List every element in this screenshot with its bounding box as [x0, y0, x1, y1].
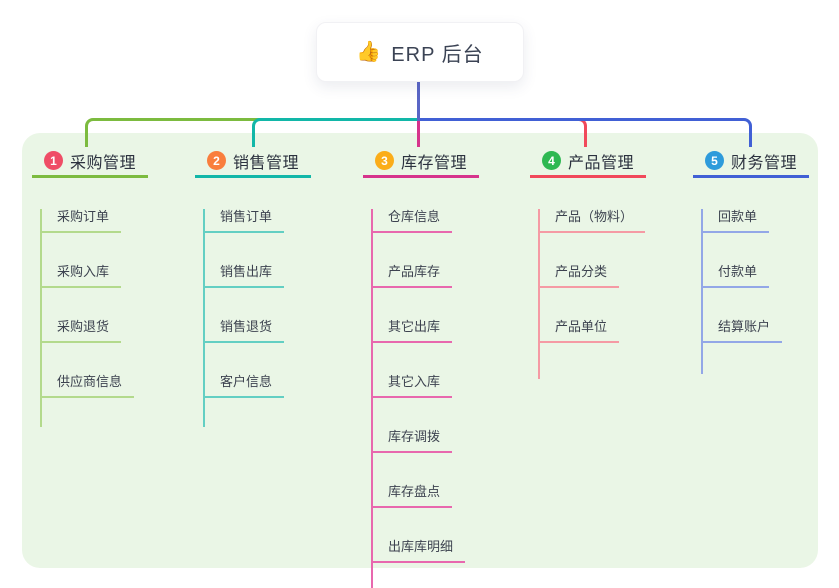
branch-items-product: 产品（物料） 产品分类 产品单位: [530, 209, 646, 379]
mindmap-node[interactable]: 库存调拨: [371, 429, 453, 453]
mindmap-node[interactable]: 采购入库: [40, 264, 122, 288]
mindmap-node[interactable]: 销售出库: [203, 264, 285, 288]
branch-items-purchase: 采购订单 采购入库 采购退货 供应商信息: [32, 209, 148, 427]
branch-label: 销售管理: [233, 154, 300, 172]
branch-inventory: 3 库存管理 仓库信息 产品库存 其它出库 其它入库 库存调拨 库存盘点 出库库…: [363, 146, 479, 588]
mindmap-node[interactable]: 结算账户: [701, 319, 783, 343]
branch-number-badge: 5: [705, 151, 724, 170]
connector-line: [371, 209, 373, 588]
branch-items-inventory: 仓库信息 产品库存 其它出库 其它入库 库存调拨 库存盘点 出库库明细: [363, 209, 479, 588]
connector-drop-inventory: [417, 118, 420, 147]
branch-finance: 5 财务管理 回款单 付款单 结算账户: [693, 146, 809, 374]
branch-label: 财务管理: [731, 154, 798, 172]
connector-elbow-finance: [418, 118, 752, 147]
connector-elbow-purchase: [85, 118, 421, 147]
branch-label: 库存管理: [401, 154, 468, 172]
mindmap-node[interactable]: 产品分类: [538, 264, 620, 288]
branch-purchase: 1 采购管理 采购订单 采购入库 采购退货 供应商信息: [32, 146, 148, 427]
mindmap-node[interactable]: 供应商信息: [40, 374, 135, 398]
mindmap-node[interactable]: 产品单位: [538, 319, 620, 343]
thumbs-up-icon: 👍: [356, 41, 382, 63]
branches-background-panel: [22, 133, 818, 568]
mindmap-node[interactable]: 销售退货: [203, 319, 285, 343]
mindmap-node[interactable]: 产品（物料）: [538, 209, 646, 233]
mindmap-node[interactable]: 库存盘点: [371, 484, 453, 508]
mindmap-node[interactable]: 采购订单: [40, 209, 122, 233]
branch-items-finance: 回款单 付款单 结算账户: [693, 209, 809, 374]
branch-header-finance[interactable]: 5 财务管理: [693, 146, 809, 178]
connector-line: [538, 209, 540, 379]
connector-line: [203, 209, 205, 427]
mindmap-node[interactable]: 出库库明细: [371, 539, 466, 563]
branch-header-sales[interactable]: 2 销售管理: [195, 146, 311, 178]
branch-label: 采购管理: [70, 154, 137, 172]
mindmap-node[interactable]: 其它出库: [371, 319, 453, 343]
root-title: ERP 后台: [391, 43, 484, 66]
root-node-erp[interactable]: 👍 ERP 后台: [316, 22, 524, 82]
mindmap-node[interactable]: 其它入库: [371, 374, 453, 398]
mindmap-node[interactable]: 采购退货: [40, 319, 122, 343]
branch-product: 4 产品管理 产品（物料） 产品分类 产品单位: [530, 146, 646, 379]
branch-sales: 2 销售管理 销售订单 销售出库 销售退货 客户信息: [195, 146, 311, 427]
branch-number-badge: 2: [207, 151, 226, 170]
mindmap-node[interactable]: 仓库信息: [371, 209, 453, 233]
branch-items-sales: 销售订单 销售出库 销售退货 客户信息: [195, 209, 311, 427]
branch-number-badge: 4: [542, 151, 561, 170]
connector-line: [701, 209, 703, 374]
mindmap-node[interactable]: 销售订单: [203, 209, 285, 233]
branch-header-purchase[interactable]: 1 采购管理: [32, 146, 148, 178]
mindmap-node[interactable]: 付款单: [701, 264, 770, 288]
mindmap-node[interactable]: 回款单: [701, 209, 770, 233]
mindmap-node[interactable]: 客户信息: [203, 374, 285, 398]
mindmap-node[interactable]: 产品库存: [371, 264, 453, 288]
connector-elbow-sales: [252, 118, 421, 147]
branch-header-product[interactable]: 4 产品管理: [530, 146, 646, 178]
connector-line: [40, 209, 42, 427]
branch-header-inventory[interactable]: 3 库存管理: [363, 146, 479, 178]
branch-number-badge: 1: [44, 151, 63, 170]
branch-label: 产品管理: [568, 154, 635, 172]
connector-root-line: [417, 82, 420, 121]
branch-number-badge: 3: [375, 151, 394, 170]
